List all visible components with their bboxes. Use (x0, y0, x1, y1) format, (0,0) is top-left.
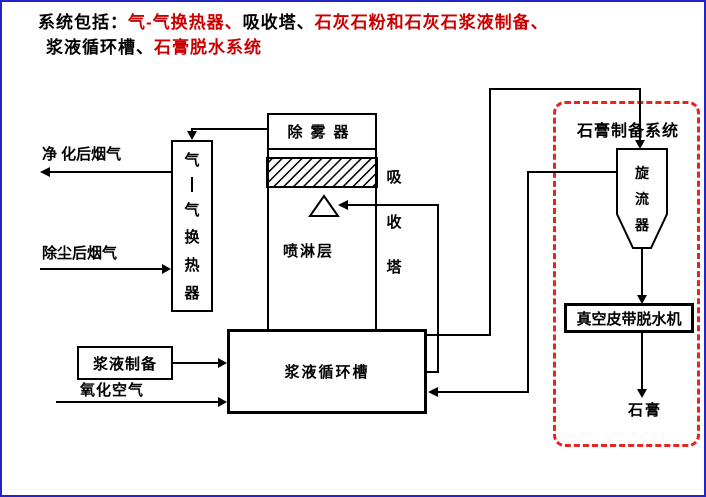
tank-label: 浆液循环槽 (284, 364, 370, 381)
dedusted-flue-gas-label: 除尘后烟气 (42, 245, 118, 262)
gas-gas-heat-exchanger-box: 气 气 换 热 器 (171, 140, 213, 312)
ggh-char: 热 (184, 257, 200, 275)
title-seg: 气-气换热器、 (128, 13, 243, 32)
title-line-2: 浆液循环槽、石膏脱水系统 (38, 35, 688, 60)
gypsum-system-dashed-frame (553, 101, 700, 447)
gypsum-label: 石膏 (628, 402, 663, 419)
ggh-vertical-dash (191, 176, 193, 192)
demister-pad-hatch (266, 157, 378, 188)
slide-title: 系统包括：气-气换热器、吸收塔、石灰石粉和石灰石浆液制备、 浆液循环槽、石膏脱水… (38, 10, 688, 60)
demister-box: 除雾器 (267, 113, 377, 150)
title-seg: 石膏脱水系统 (154, 38, 262, 57)
absorber-tower-label: 吸 收 塔 (384, 166, 404, 277)
ggh-char: 换 (184, 229, 200, 247)
cyclone-char: 流 (635, 191, 649, 207)
slurry-prep-label: 浆液制备 (92, 355, 157, 373)
slurry-circulation-tank-box: 浆液循环槽 (227, 329, 427, 414)
title-seg: 浆液循环槽、 (46, 38, 154, 57)
ggh-char: 气 (184, 151, 200, 169)
title-line-1: 系统包括：气-气换热器、吸收塔、石灰石粉和石灰石浆液制备、 (38, 10, 688, 35)
clean-flue-gas-label: 净 化后烟气 (42, 146, 122, 163)
vacuum-belt-dewaterer-box: 真空皮带脱水机 (564, 303, 694, 333)
ggh-char: 气 (184, 201, 200, 219)
belt-dewaterer-label: 真空皮带脱水机 (576, 310, 682, 328)
spray-nozzle-icon (308, 194, 340, 217)
absorber-char: 塔 (386, 259, 402, 276)
gypsum-prep-system-label: 石膏制备系统 (576, 123, 679, 140)
title-seg: 系统包括： (38, 13, 128, 32)
absorber-char: 收 (386, 214, 402, 231)
ggh-char: 器 (184, 285, 200, 303)
title-seg: 石灰石粉和石灰石浆液制备、 (314, 13, 549, 32)
absorber-char: 吸 (386, 169, 402, 186)
cyclone-char: 旋 (635, 165, 649, 181)
oxidation-air-label: 氧化空气 (80, 382, 145, 399)
hydrocyclone-label: 旋 流 器 (617, 154, 667, 244)
title-seg: 吸收塔、 (242, 13, 315, 32)
slurry-prep-box: 浆液制备 (77, 346, 173, 380)
demister-label: 除雾器 (287, 124, 357, 141)
spray-layer-label: 喷淋层 (283, 243, 335, 260)
cyclone-char: 器 (635, 217, 649, 233)
